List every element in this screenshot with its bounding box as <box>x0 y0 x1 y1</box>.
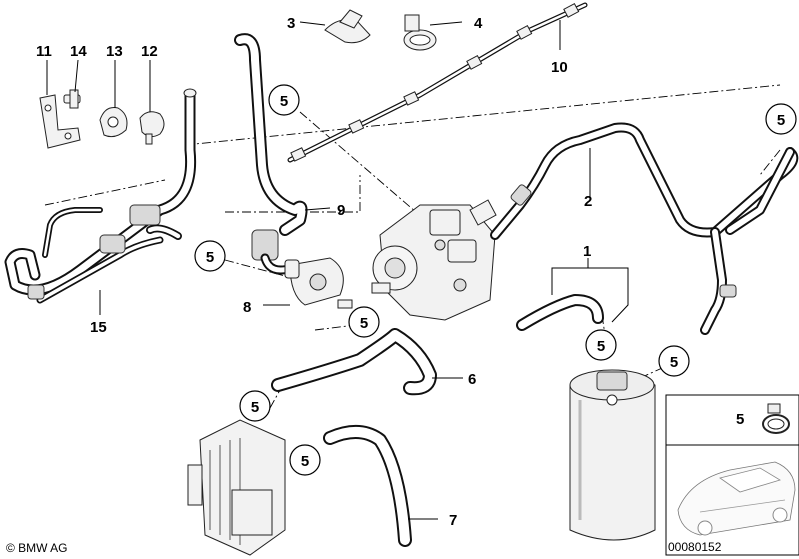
inset-box: 5 00080152 <box>665 394 799 556</box>
callout-5-b-text: 5 <box>777 112 785 129</box>
callout-5-f: 5 <box>658 345 690 377</box>
callout-5-c: 5 <box>194 240 226 272</box>
inset-label-5: 5 <box>736 411 744 428</box>
callout-9: 9 <box>337 202 345 219</box>
callout-5-e-text: 5 <box>597 338 605 355</box>
clamp-4 <box>403 14 437 51</box>
bolt-14 <box>63 89 81 109</box>
callout-5-h: 5 <box>289 444 321 476</box>
callout-1: 1 <box>583 243 591 260</box>
callout-14: 14 <box>70 43 87 60</box>
callout-5-a: 5 <box>268 84 300 116</box>
clip-13 <box>99 107 128 138</box>
callout-6: 6 <box>468 371 476 388</box>
hose-7 <box>323 425 412 547</box>
callout-5-e: 5 <box>585 329 617 361</box>
fuel-pipe-2 <box>490 122 799 335</box>
callout-7: 7 <box>449 512 457 529</box>
callout-8: 8 <box>243 299 251 316</box>
high-pressure-pump <box>371 199 497 321</box>
hose-assembly-15 <box>4 88 197 304</box>
car-silhouette-icon <box>677 461 796 536</box>
hose-clamp-icon <box>762 403 790 434</box>
callout-13: 13 <box>106 43 123 60</box>
hose-6 <box>271 328 437 396</box>
callout-2: 2 <box>584 193 592 210</box>
callout-12: 12 <box>141 43 158 60</box>
leader-lines <box>46 20 783 520</box>
callout-3: 3 <box>287 15 295 32</box>
fuel-filter <box>569 369 656 541</box>
callout-5-d: 5 <box>348 306 380 338</box>
callout-5-g: 5 <box>239 390 271 422</box>
callout-5-b: 5 <box>765 103 797 135</box>
fuel-cooler <box>187 419 286 556</box>
hose-9 <box>234 33 308 236</box>
callout-15: 15 <box>90 319 107 336</box>
callout-10: 10 <box>551 59 568 76</box>
callout-5-c-text: 5 <box>206 249 214 266</box>
clip-12 <box>139 111 165 145</box>
valve-8 <box>251 229 353 309</box>
clamp-3 <box>324 9 371 44</box>
callout-11: 11 <box>36 43 52 60</box>
callout-5-a-text: 5 <box>280 93 288 110</box>
fuel-rail-pipe <box>287 2 588 163</box>
copyright-brand: © BMW AG <box>6 541 68 555</box>
drawing-number: 00080152 <box>668 540 722 554</box>
callout-5-f-text: 5 <box>670 354 678 371</box>
callout-4: 4 <box>474 15 483 32</box>
callout-5-g-text: 5 <box>251 399 259 416</box>
callout-5-d-text: 5 <box>360 315 368 332</box>
callout-5-h-text: 5 <box>301 453 309 470</box>
hose-1 <box>516 294 604 331</box>
bracket-11 <box>39 94 81 149</box>
